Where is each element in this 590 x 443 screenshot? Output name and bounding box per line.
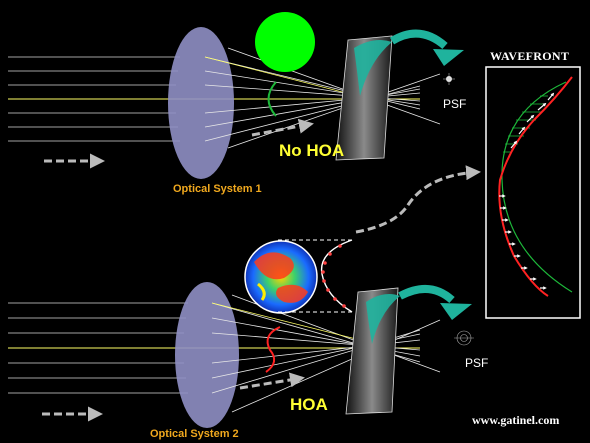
aberrated-wavefront-bottom: [265, 326, 281, 373]
lens-bottom: [175, 282, 239, 428]
lens-top: [168, 27, 234, 179]
teal-arrow-bottom: [398, 285, 472, 320]
green-disc: [255, 12, 315, 72]
wavefront-deviation-arrows: [499, 92, 555, 290]
psf-spot-bottom: [454, 330, 474, 346]
screen-wave-shape-bottom: [366, 294, 400, 344]
incoming-rays-top: [8, 56, 180, 142]
aberrated-wavefront-curve: [498, 76, 573, 297]
psf-spot-top: [443, 73, 455, 85]
image-screen-bottom: [345, 287, 399, 415]
psf-label-bottom: PSF: [465, 356, 489, 370]
screen-wave-shape-top: [354, 40, 392, 96]
dashed-arrow-top-mid: [251, 118, 314, 137]
dashed-arrow-bottom-mid: [239, 372, 305, 390]
wavefront-panel: [485, 66, 581, 319]
bottom-optical-system: [8, 239, 474, 428]
converging-rays-top: [204, 47, 441, 149]
wavefront-profile-bracket: [320, 239, 353, 313]
teal-arrow-top: [389, 29, 464, 66]
website-watermark: www.gatinel.com: [472, 413, 560, 427]
system1-label: Optical System 1: [173, 183, 262, 195]
psf-label-top: PSF: [443, 97, 467, 111]
aberration-map: [244, 240, 318, 314]
ideal-wavefront-curve: [501, 81, 573, 293]
incoming-rays-bottom: [8, 302, 188, 394]
ideal-wavefront-arc-top: [267, 81, 277, 117]
map-projection-lines: [278, 239, 355, 313]
wavefront-profile-ticks: [321, 244, 346, 308]
image-screen-top: [335, 35, 393, 161]
top-optical-system: [8, 12, 464, 179]
no-hoa-label: No HOA: [279, 141, 345, 160]
dashed-connector-arrow: [355, 165, 481, 234]
hoa-label: HOA: [290, 395, 328, 414]
system2-label: Optical System 2: [150, 428, 239, 440]
wavefront-difference-lines: [503, 95, 548, 153]
wavefront-title: WAVEFRONT: [490, 49, 570, 63]
